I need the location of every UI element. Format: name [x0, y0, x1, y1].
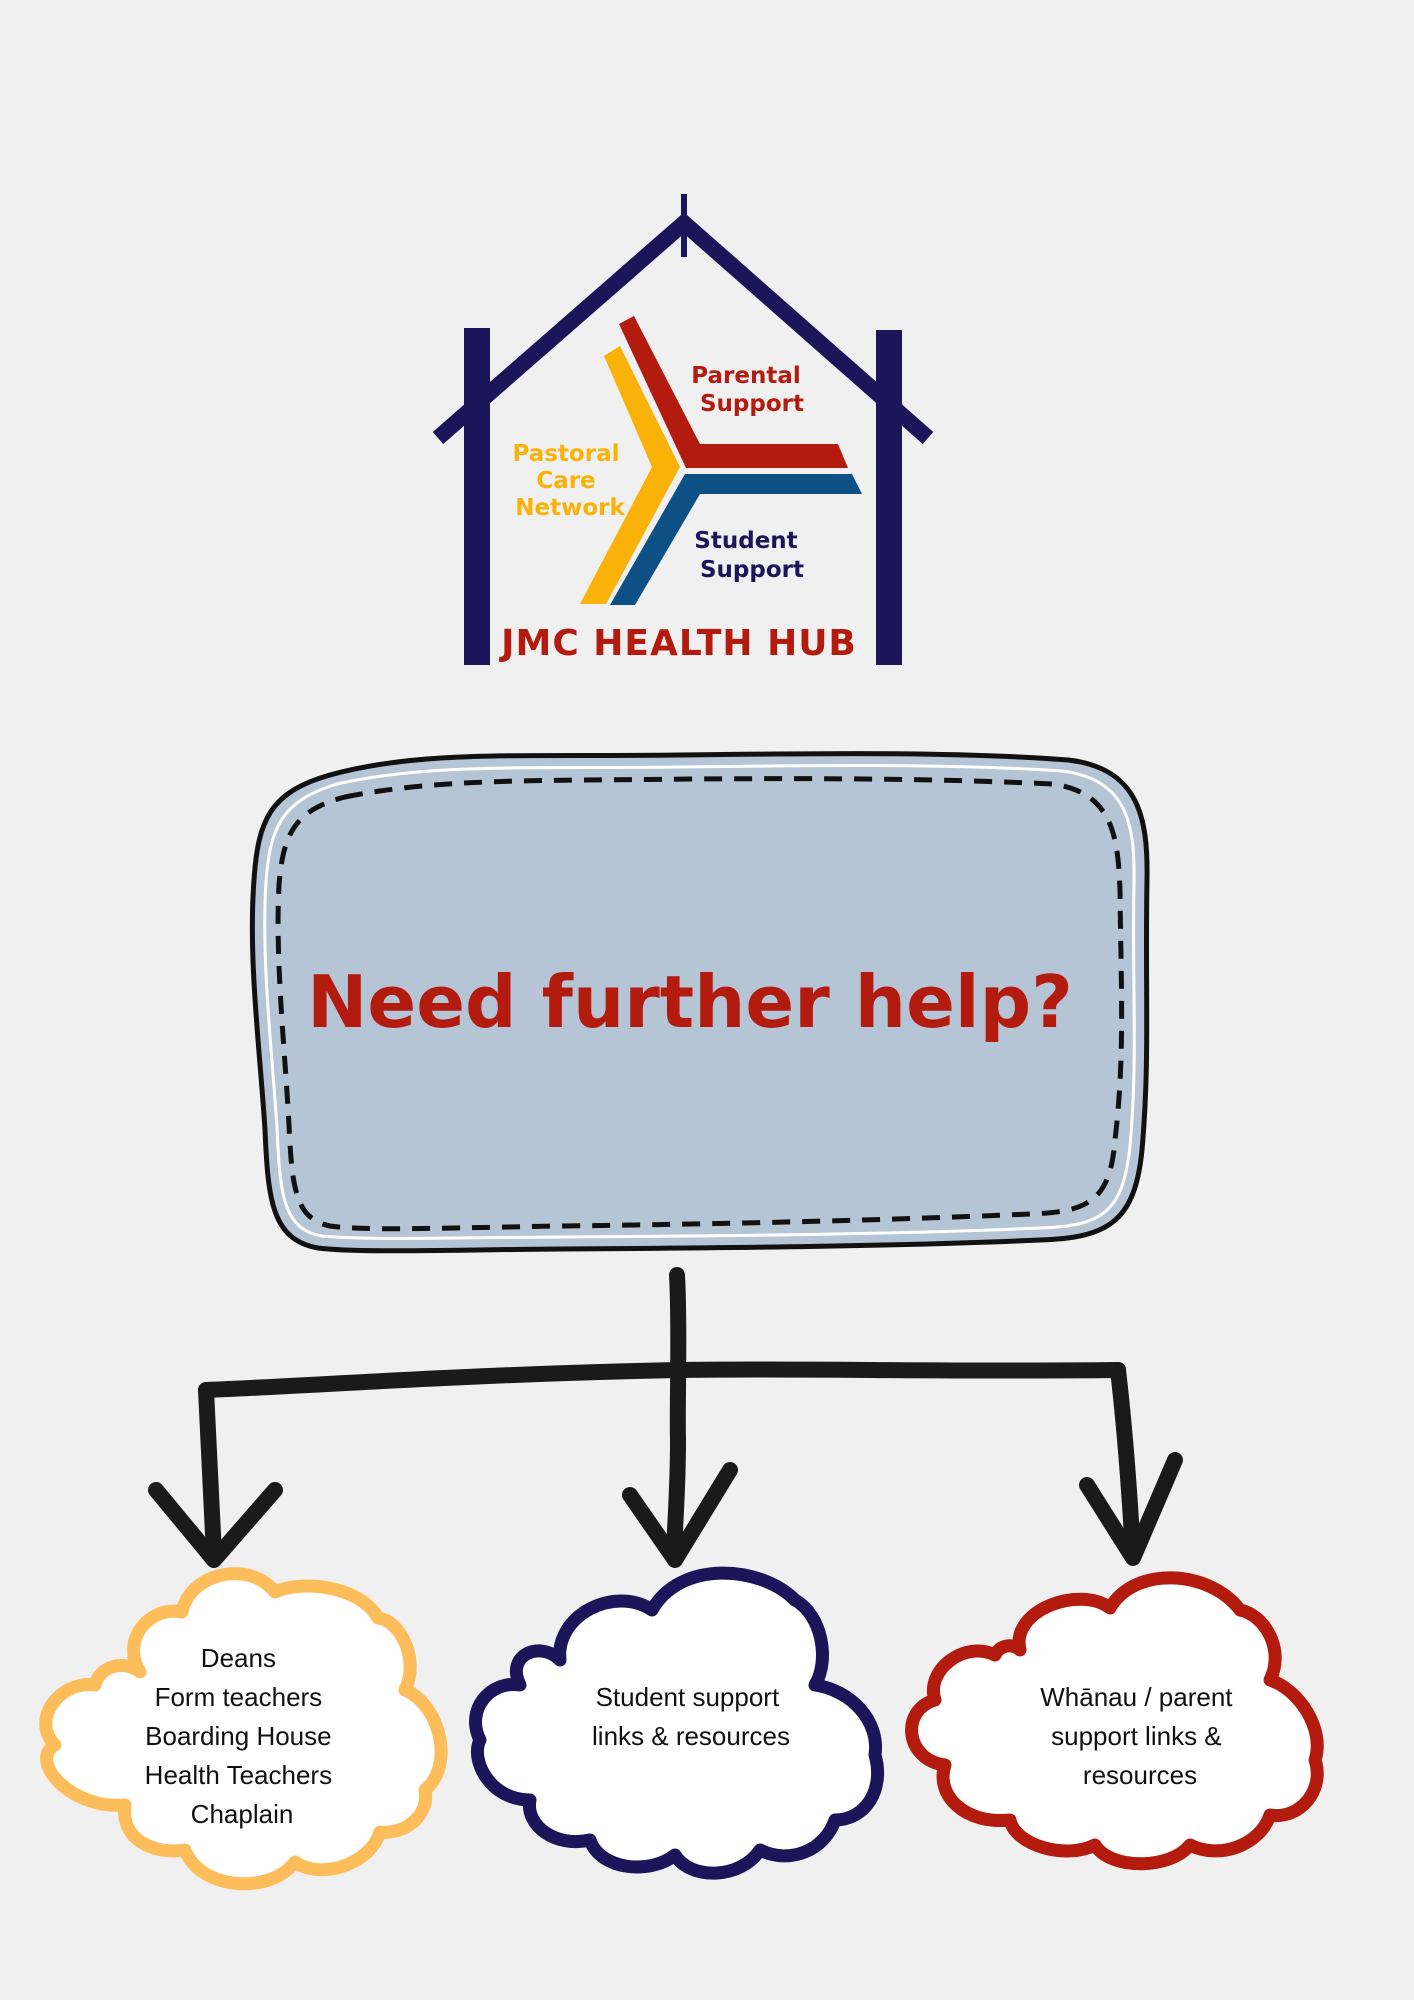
arrow-shaft-right	[1110, 1362, 1141, 1563]
cloud2-line1: Student support	[596, 1682, 780, 1712]
cloud3-line2: support links &	[1051, 1721, 1222, 1751]
svg-text:Pastoral Care Netw: Pastoral Care Network	[512, 441, 627, 521]
jmc-health-hub-logo: Parental Support Pastoral Care Network S…	[432, 194, 934, 665]
cloud1-line1: Deans	[201, 1643, 276, 1673]
parental-label-line2: Support	[700, 391, 804, 417]
cloud-student-support: Student support links & resources	[469, 1566, 885, 1880]
horizontal-bar	[198, 1361, 1126, 1398]
support-network-symbol-icon	[580, 316, 862, 605]
blue-arm	[610, 474, 862, 605]
pastoral-label-line1: Pastoral	[512, 441, 619, 467]
arrow-shaft-left	[198, 1382, 222, 1563]
box-outer-border	[249, 751, 1150, 1254]
parental-label-line1: Parental	[691, 363, 800, 389]
cloud3-line1: Whānau / parent	[1040, 1682, 1233, 1712]
yellow-arm	[580, 346, 680, 604]
svg-text:Deans Form teachers: Deans Form teachers Boarding House Healt…	[145, 1643, 340, 1829]
vertical-stem	[669, 1267, 687, 1448]
cloud-pastoral-contacts: Deans Form teachers Boarding House Healt…	[39, 1567, 448, 1891]
house-right-wall	[876, 330, 902, 665]
cloud1-line4: Health Teachers	[145, 1760, 332, 1790]
need-help-box: Need further help?	[249, 751, 1150, 1254]
cloud2-line2: links & resources	[592, 1721, 790, 1751]
house-left-wall	[464, 328, 490, 665]
red-arm	[619, 316, 848, 468]
svg-text:Student Support: Student Support	[694, 528, 805, 583]
pastoral-label-line2: Care	[536, 468, 595, 494]
arrow-head-middle-icon	[622, 1462, 738, 1568]
pastoral-label-line3: Network	[515, 495, 625, 521]
cloud1-line2: Form teachers	[155, 1682, 323, 1712]
house-outline-icon	[432, 194, 934, 445]
need-help-title: Need further help?	[307, 960, 1073, 1044]
arrow-head-right-icon	[1079, 1452, 1183, 1566]
student-label-line1: Student	[694, 528, 797, 554]
logo-title: JMC HEALTH HUB	[498, 623, 857, 664]
cloud-shape-yellow	[39, 1567, 448, 1891]
cloud1-line5: Chaplain	[191, 1799, 294, 1829]
cloud-whanau-support: Whānau / parent support links & resource…	[905, 1571, 1324, 1871]
arrow-shaft-middle	[666, 1432, 686, 1563]
svg-text:Whānau / parent support: Whānau / parent support links & resource…	[1040, 1682, 1239, 1790]
box-inner-white-line	[263, 764, 1136, 1240]
cloud1-line3: Boarding House	[145, 1721, 331, 1751]
student-label-line2: Support	[700, 557, 804, 583]
cloud-shape-red	[905, 1571, 1324, 1871]
cloud3-line3: resources	[1083, 1760, 1197, 1790]
svg-text:Parental Support: Parental Support	[691, 363, 809, 417]
arrow-head-left-icon	[148, 1482, 283, 1568]
svg-text:Student support links &: Student support links & resources	[592, 1682, 790, 1751]
cloud-shape-navy	[469, 1566, 885, 1880]
connector-arrows	[198, 1267, 1141, 1563]
